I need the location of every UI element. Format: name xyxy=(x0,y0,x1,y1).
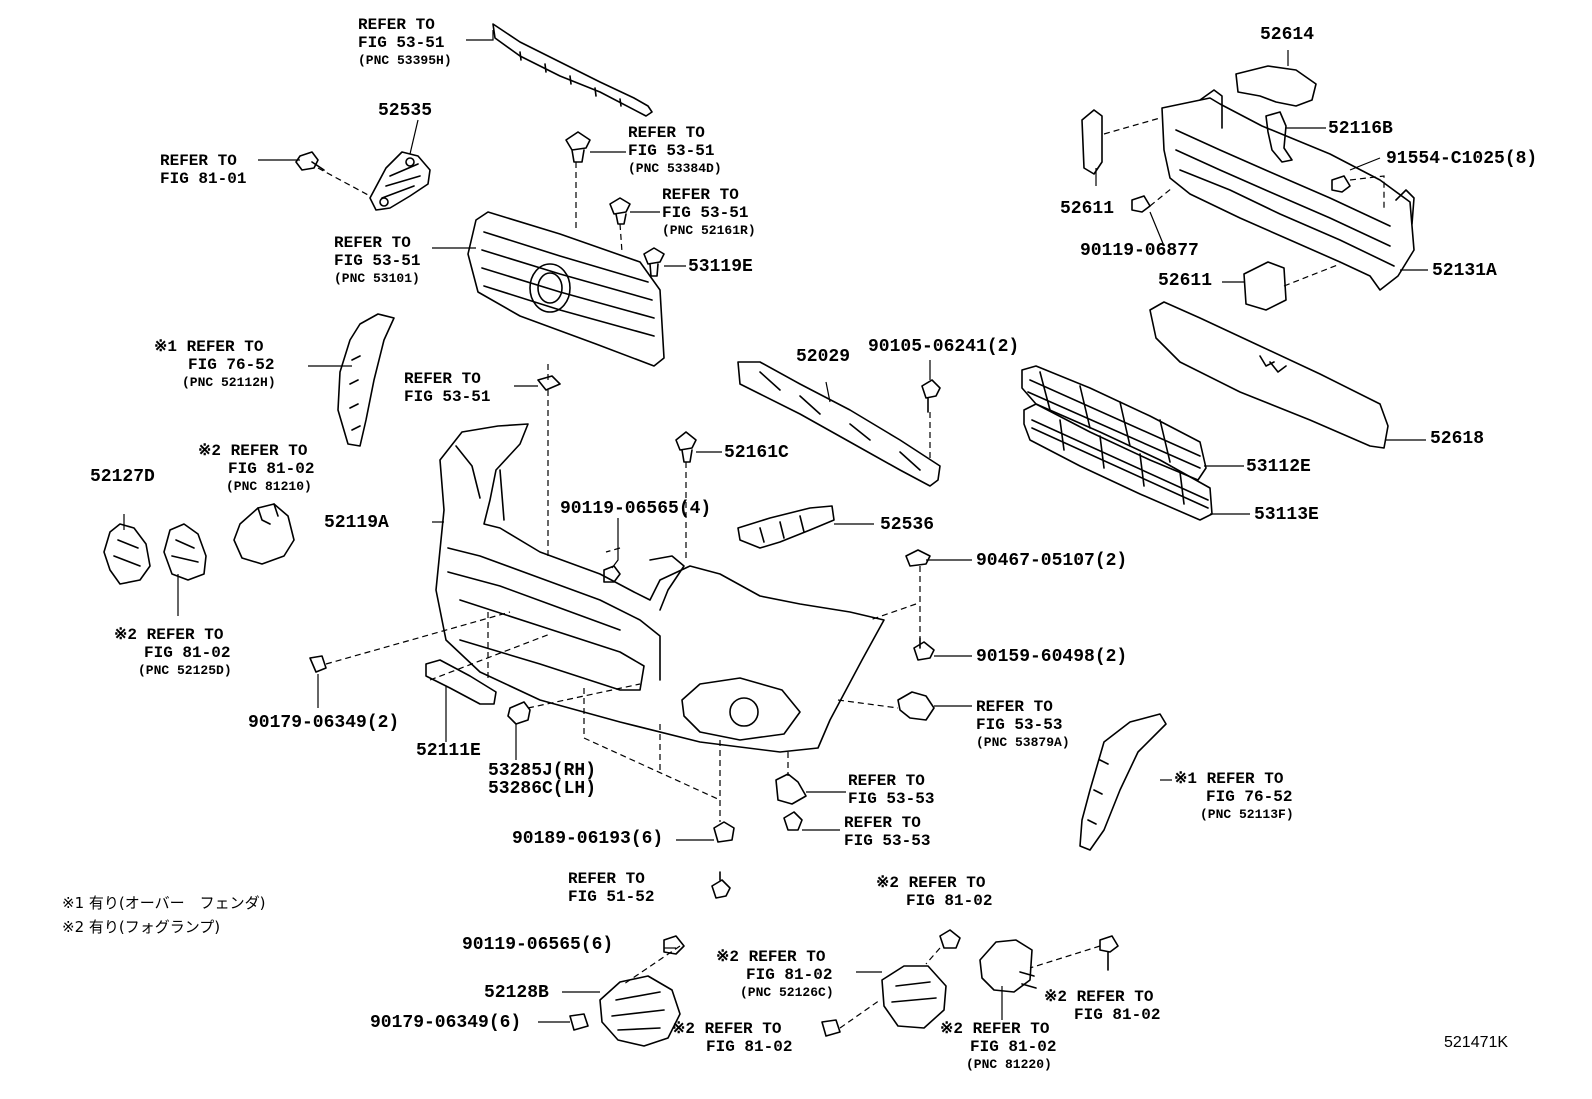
part-number-52614[interactable]: 52614 xyxy=(1260,25,1315,45)
part-number-90159-60498[interactable]: 90159-60498(2) xyxy=(976,647,1128,667)
bolt xyxy=(921,379,941,413)
bracket-52536 xyxy=(737,505,835,549)
part-number-90189-06193[interactable]: 90189-06193(6) xyxy=(512,829,664,849)
reinforcement-52131A xyxy=(1161,97,1415,291)
grille-53113E xyxy=(1023,403,1213,521)
part-number-52116B[interactable]: 52116B xyxy=(1328,119,1393,139)
fog-opening xyxy=(681,677,801,741)
bracket-52127D xyxy=(103,523,151,585)
clip xyxy=(565,131,591,163)
part-number-90179-06349-2[interactable]: 90179-06349(2) xyxy=(248,713,400,733)
clip xyxy=(675,431,697,463)
pad-52611 xyxy=(1243,261,1287,311)
part-number-52128B[interactable]: 52128B xyxy=(484,983,549,1003)
part-number-52611-lower[interactable]: 52611 xyxy=(1158,271,1213,291)
foglamp-bezel-52128B xyxy=(599,975,681,1047)
note-1: ※1 有り(オーバー フェンダ) xyxy=(62,894,266,912)
molding-52111E xyxy=(425,659,497,705)
part-number-52535[interactable]: 52535 xyxy=(378,101,433,121)
part-number-90119-06877[interactable]: 90119-06877 xyxy=(1080,241,1199,261)
bolt xyxy=(713,821,735,843)
figure-id: 521471K xyxy=(1444,1034,1509,1051)
fog-bracket-52126C xyxy=(881,965,947,1029)
part-number-52131A[interactable]: 52131A xyxy=(1432,261,1497,281)
radiator-grille xyxy=(467,211,665,367)
part-number-52111E[interactable]: 52111E xyxy=(416,741,481,761)
clip xyxy=(609,197,631,225)
part-number-52611-upper[interactable]: 52611 xyxy=(1060,199,1115,219)
fender-flare-left xyxy=(337,313,395,447)
part-number-90119-06565-4[interactable]: 90119-06565(4) xyxy=(560,499,712,519)
part-number-91554-C1025[interactable]: 91554-C1025(8) xyxy=(1386,149,1538,169)
part-number-90179-06349-6[interactable]: 90179-06349(6) xyxy=(370,1013,522,1033)
part-number-53113E[interactable]: 53113E xyxy=(1254,505,1319,525)
part-number-52536[interactable]: 52536 xyxy=(880,515,935,535)
bolt xyxy=(1331,175,1351,193)
bolt xyxy=(1131,195,1151,213)
part-number-52119A[interactable]: 52119A xyxy=(324,513,389,533)
fender-flare-right xyxy=(1079,713,1167,851)
clip xyxy=(569,1013,589,1031)
note-2: ※2 有り(フォグランプ) xyxy=(62,918,221,936)
foglamp-81220 xyxy=(979,939,1033,993)
part-number-52127D[interactable]: 52127D xyxy=(90,467,155,487)
part-number-52618[interactable]: 52618 xyxy=(1430,429,1485,449)
bolt xyxy=(913,637,935,661)
part-number-90467-05107[interactable]: 90467-05107(2) xyxy=(976,551,1128,571)
bolt xyxy=(295,151,319,171)
clip xyxy=(821,1019,841,1037)
reinforcement-52029 xyxy=(737,361,941,487)
bracket-52116B xyxy=(1265,111,1293,163)
part-number-90119-06565-6[interactable]: 90119-06565(6) xyxy=(462,935,614,955)
fog-bracket xyxy=(163,523,207,581)
bumper-cover xyxy=(435,423,885,753)
bolt xyxy=(1099,935,1119,971)
part-number-52029[interactable]: 52029 xyxy=(796,347,851,367)
part-number-90105-06241[interactable]: 90105-06241(2) xyxy=(868,337,1020,357)
bolt xyxy=(939,929,961,949)
grille-53112E xyxy=(1021,365,1207,481)
part-number-53285J-53286C[interactable]: 53285J(RH)53286C(LH) xyxy=(488,761,597,799)
bolt xyxy=(711,871,731,899)
clip xyxy=(537,375,561,391)
part-number-53119E[interactable]: 53119E xyxy=(688,257,753,277)
pad-52611 xyxy=(1081,109,1103,175)
part-number-52161C[interactable]: 52161C xyxy=(724,443,789,463)
part-number-53112E[interactable]: 53112E xyxy=(1246,457,1311,477)
clip xyxy=(643,247,665,277)
absorber-52618 xyxy=(1149,301,1389,449)
bracket-52614 xyxy=(1235,65,1317,107)
connector xyxy=(897,691,935,721)
bolt xyxy=(663,935,685,955)
clip xyxy=(309,655,327,673)
foglamp-cap-left xyxy=(233,503,295,565)
cover xyxy=(507,701,531,725)
bolt xyxy=(783,811,803,831)
